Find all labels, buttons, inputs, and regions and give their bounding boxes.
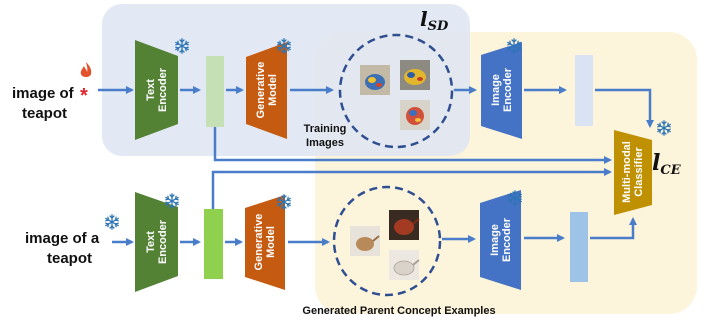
generated-image-3: [389, 250, 420, 280]
generated-images-circle: [332, 185, 442, 297]
text-encoder-top-label: TextEncoder: [145, 67, 169, 112]
generated-image-1: [350, 226, 380, 256]
generative-model-bottom: [245, 195, 285, 290]
flame-icon: [80, 62, 92, 77]
text-encoder-top: [135, 40, 178, 140]
snowflake-icon: [165, 193, 179, 209]
training-images-circle: [338, 33, 454, 149]
image-embedding-top: [575, 55, 593, 126]
top-prompt-line2: teapot: [22, 105, 67, 122]
generated-image-2: [389, 210, 420, 240]
image-embedding-bottom: [570, 212, 588, 282]
arrow-emb-top-to-classifier: [595, 88, 654, 128]
bottom-prompt-line2: teapot: [47, 250, 92, 267]
image-encoder-top: [481, 42, 522, 139]
arrow-text-emb-top-to-classifier: [213, 127, 612, 164]
arrow-text-emb-bottom-to-classifier: [211, 168, 612, 209]
training-image-3: [400, 100, 430, 130]
generative-model-top-label: GenerativeModel: [255, 62, 279, 119]
training-image-1: [360, 65, 390, 95]
image-encoder-top-label: ImageEncoder: [490, 67, 514, 112]
top-prompt-line1: image of: [12, 85, 75, 102]
classifier-label: Multi-modalClassifier: [621, 141, 645, 203]
text-embedding-bottom: [204, 209, 223, 279]
image-encoder-bottom: [480, 190, 521, 290]
bottom-prompt-line1: image of a: [25, 230, 100, 247]
image-encoder-bottom-label: ImageEncoder: [489, 217, 513, 262]
training-image-2: [400, 60, 430, 90]
snowflake-icon: [105, 214, 119, 230]
text-encoder-bottom-label: TextEncoder: [145, 219, 169, 264]
generated-parent-caption: Generated Parent Concept Examples: [302, 305, 495, 317]
top-prompt-star: *: [80, 85, 88, 107]
generative-model-top: [246, 42, 287, 139]
text-encoder-bottom: [135, 192, 178, 292]
multi-modal-classifier: [614, 130, 652, 215]
text-embedding-top: [206, 56, 224, 127]
generative-model-bottom-label: GenerativeModel: [253, 214, 277, 271]
arrow-emb-bottom-to-classifier: [590, 217, 637, 240]
loss-ce-label: lCE: [652, 150, 682, 178]
loss-sd-label: lSD: [420, 7, 449, 34]
